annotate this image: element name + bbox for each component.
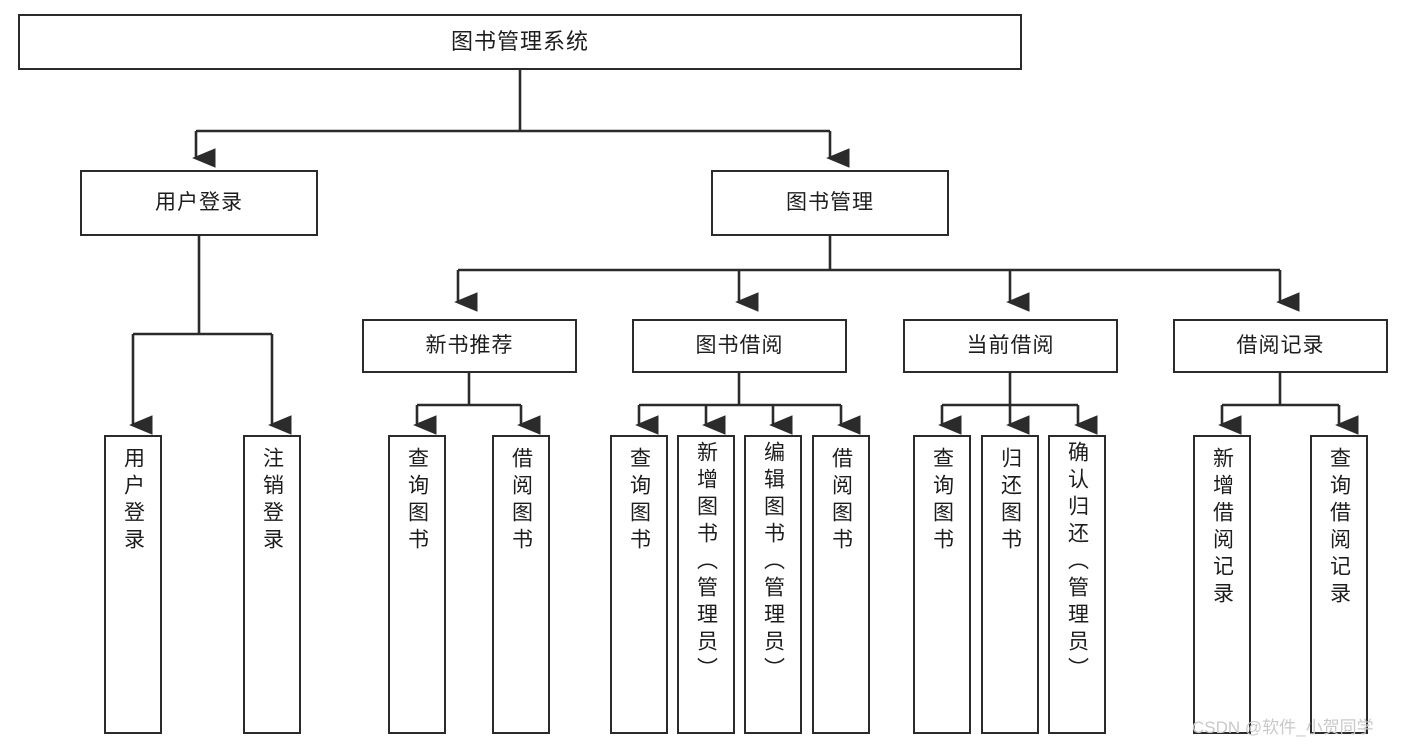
node-root-book-management-system[interactable]: 图书管理系统 [18, 14, 1022, 70]
leaf-user-login[interactable]: 用户登录 [104, 435, 162, 734]
leaf-borrow-book-recommend[interactable]: 借阅图书 [492, 435, 550, 734]
node-user-login[interactable]: 用户登录 [80, 170, 318, 236]
leaf-query-book-current[interactable]: 查询图书 [913, 435, 971, 734]
leaf-add-book-admin[interactable]: 新增图书（管理员） [677, 435, 735, 734]
node-label: 查询图书 [627, 447, 651, 555]
node-label: 编辑图书（管理员） [761, 441, 785, 684]
node-label: 图书管理系统 [450, 29, 589, 55]
node-label: 新书推荐 [425, 333, 514, 357]
node-label: 用户登录 [155, 190, 243, 214]
node-label: 查询图书 [405, 447, 429, 555]
node-label: 借阅记录 [1236, 333, 1325, 357]
leaf-return-book[interactable]: 归还图书 [981, 435, 1039, 734]
node-label: 图书管理 [786, 190, 874, 214]
node-borrowing-record[interactable]: 借阅记录 [1173, 319, 1388, 373]
leaf-borrow-book[interactable]: 借阅图书 [812, 435, 870, 734]
node-book-management[interactable]: 图书管理 [711, 170, 949, 236]
node-label: 用户登录 [121, 447, 145, 555]
leaf-edit-book-admin[interactable]: 编辑图书（管理员） [744, 435, 802, 734]
leaf-query-book-recommend[interactable]: 查询图书 [388, 435, 446, 734]
leaf-user-logout[interactable]: 注销登录 [243, 435, 301, 734]
node-label: 确认归还（管理员） [1065, 441, 1089, 684]
node-label: 新增图书（管理员） [694, 441, 718, 684]
node-label: 借阅图书 [509, 447, 533, 555]
node-label: 归还图书 [998, 447, 1022, 555]
node-label: 新增借阅记录 [1210, 447, 1234, 609]
node-label: 图书借阅 [695, 333, 784, 357]
leaf-add-borrow-record[interactable]: 新增借阅记录 [1193, 435, 1251, 734]
node-label: 当前借阅 [966, 333, 1055, 357]
node-new-book-recommendation[interactable]: 新书推荐 [362, 319, 577, 373]
node-label: 注销登录 [260, 447, 284, 555]
leaf-query-book-borrow[interactable]: 查询图书 [610, 435, 668, 734]
node-label: 查询图书 [930, 447, 954, 555]
node-label: 查询借阅记录 [1327, 447, 1351, 609]
node-book-borrowing[interactable]: 图书借阅 [632, 319, 847, 373]
node-label: 借阅图书 [829, 447, 853, 555]
node-current-borrowing[interactable]: 当前借阅 [903, 319, 1118, 373]
leaf-confirm-return-admin[interactable]: 确认归还（管理员） [1048, 435, 1106, 734]
leaf-query-borrow-record[interactable]: 查询借阅记录 [1310, 435, 1368, 734]
